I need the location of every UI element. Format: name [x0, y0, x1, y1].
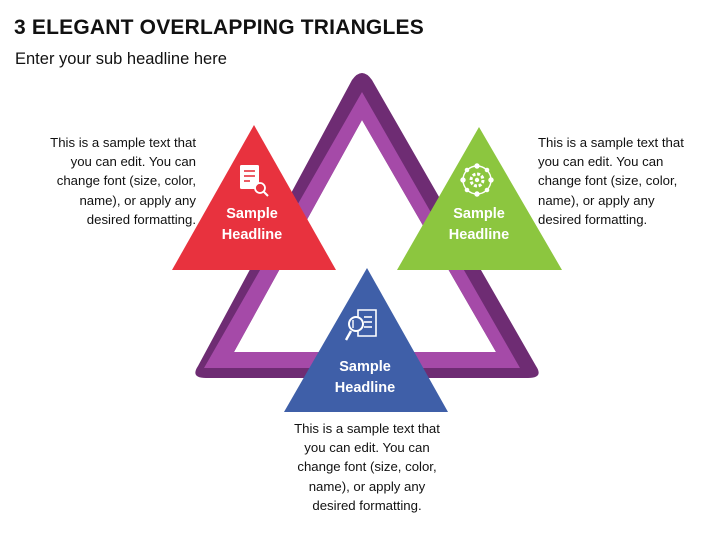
purple-frame-inner-band: [204, 92, 520, 368]
red-triangle: [172, 125, 336, 270]
green-triangle: [397, 127, 562, 270]
green-triangle-headline: Sample Headline: [448, 206, 510, 243]
red-triangle-headline: Sample Headline: [221, 206, 283, 243]
left-description-text: This is a sample text that you can edit.…: [50, 135, 196, 227]
document-search-icon: [240, 165, 269, 197]
page-subtitle: Enter your sub headline here: [15, 50, 227, 68]
bottom-description-text: This is a sample text that you can edit.…: [294, 421, 440, 513]
gear-network-icon: [460, 163, 494, 197]
blue-triangle: [284, 268, 448, 412]
document-magnifier-icon: [344, 309, 377, 341]
right-description-text: This is a sample text that you can edit.…: [538, 135, 684, 227]
page-title: 3 ELEGANT OVERLAPPING TRIANGLES: [14, 16, 424, 39]
blue-triangle-headline: Sample Headline: [334, 359, 396, 396]
